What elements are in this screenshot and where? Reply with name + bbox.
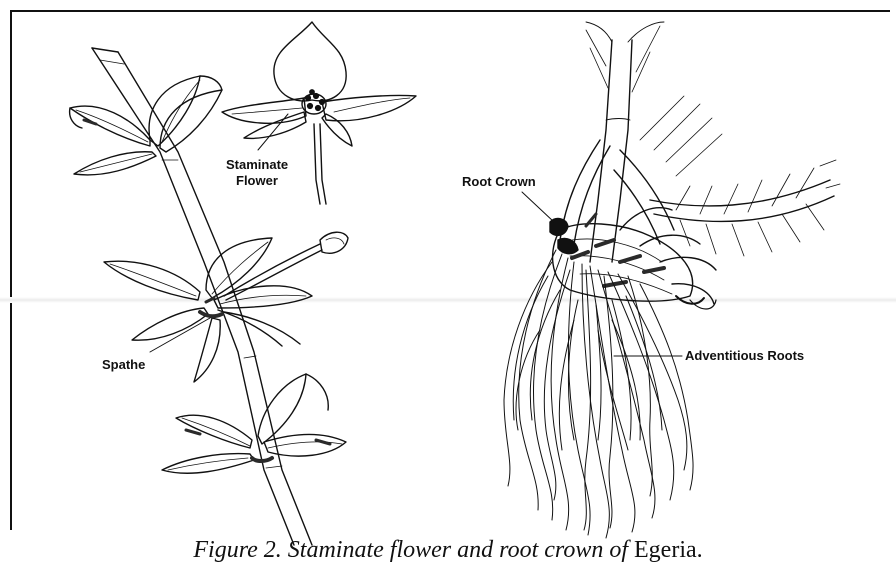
staminate-flower-label: Staminate Flower [226, 157, 288, 189]
staminate-label-line-1: Staminate [226, 157, 288, 173]
top-leaf-whorl [70, 76, 222, 175]
figure-caption: Figure 2. Staminate flower and root crow… [0, 537, 896, 564]
caption-genus: Egeria. [634, 537, 703, 563]
staminate-label-line-2: Flower [226, 173, 288, 189]
caption-text: Figure 2. Staminate flower and root crow… [193, 537, 628, 563]
root-crown-label: Root Crown [462, 174, 536, 190]
spathe-label: Spathe [102, 357, 145, 373]
adventitious-roots [504, 250, 693, 538]
adventitious-roots-label: Adventitious Roots [685, 348, 804, 364]
root-crown-leader-line [522, 192, 554, 222]
root-crown-plant [550, 22, 840, 309]
